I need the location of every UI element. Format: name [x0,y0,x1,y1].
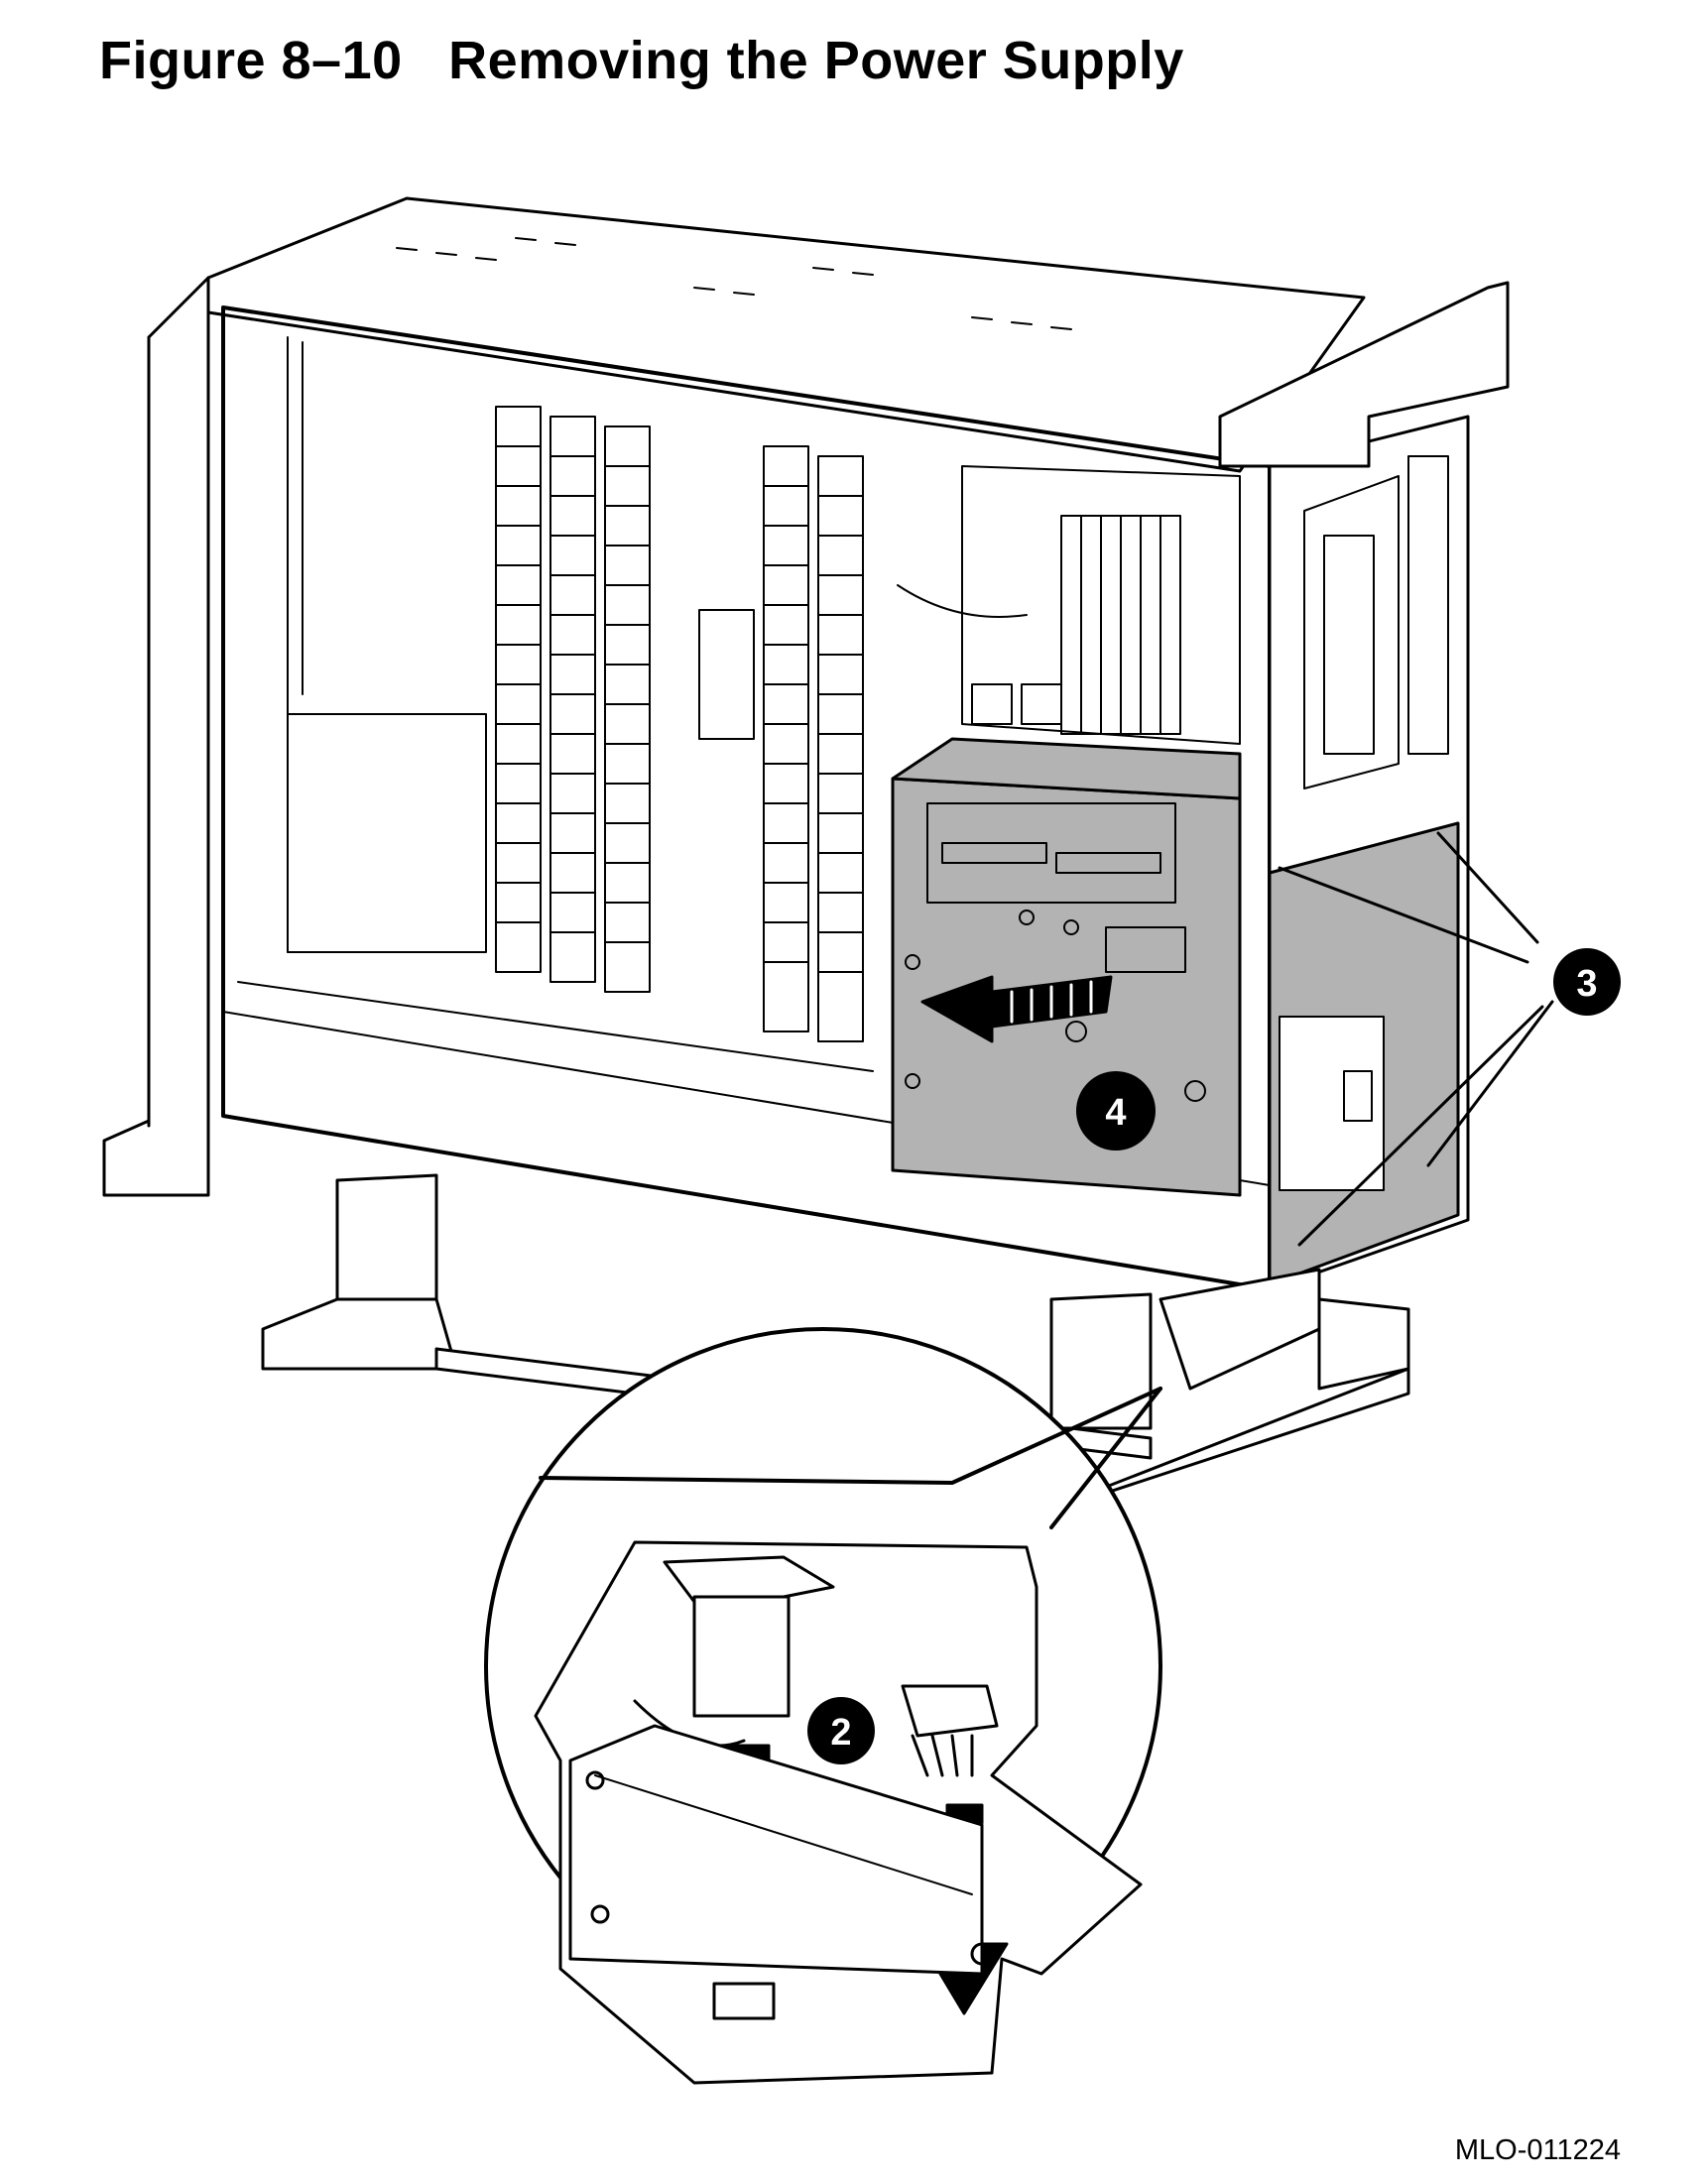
slide-out-arrow [920,975,1113,1043]
callout-3-label: 3 [1576,963,1597,1005]
detail-connectors [568,1555,1009,2020]
callout-2-label: 2 [830,1712,851,1754]
cpu-heat-sink [897,465,1241,745]
figure-identifier: MLO-011224 [1454,2134,1621,2166]
callout-4-label: 4 [1105,1092,1126,1134]
top-vent-holes [396,237,1072,330]
callout-2: 2 [807,1697,875,1764]
memory-modules [287,336,864,1042]
callout-3-leaders [1278,831,1554,1247]
callout-3: 3 [1553,948,1621,1016]
callout-4: 4 [1076,1071,1156,1151]
figure-title: Figure 8–10 Removing the Power Supply [99,31,1184,90]
